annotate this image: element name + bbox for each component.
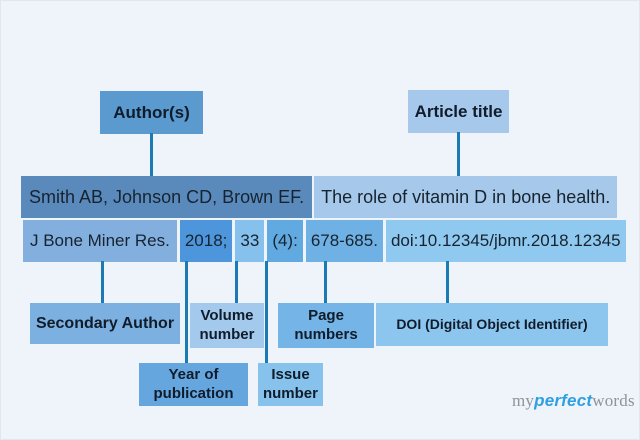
volume-number-label-box: Volume number: [190, 303, 264, 348]
secondary-author-connector-line: [101, 261, 104, 304]
citation-line-2: J Bone Miner Res. 2018; 33 (4): 678-685.…: [23, 220, 626, 262]
citation-year-segment: 2018;: [179, 220, 233, 262]
citation-article-title-segment: The role of vitamin D in bone health.: [314, 176, 618, 218]
logo-part-perfect: perfect: [534, 391, 593, 410]
issue-number-label-box: Issue number: [258, 363, 323, 406]
citation-authors-segment: Smith AB, Johnson CD, Brown EF.: [21, 176, 313, 218]
volume-connector-line: [235, 261, 238, 304]
logo-part-my: my: [512, 391, 535, 410]
secondary-author-label-box: Secondary Author: [30, 303, 180, 344]
citation-line-1: Smith AB, Johnson CD, Brown EF. The role…: [21, 176, 618, 218]
page-numbers-connector-line: [324, 261, 327, 304]
doi-label-box: DOI (Digital Object Identifier): [376, 303, 608, 346]
brand-logo: myperfectwords: [512, 391, 635, 411]
author-connector-line: [150, 133, 153, 177]
page-numbers-label-box: Page numbers: [278, 303, 374, 348]
citation-journal-segment: J Bone Miner Res.: [23, 220, 177, 262]
year-of-publication-label-box: Year of publication: [139, 363, 248, 406]
issue-connector-line: [265, 261, 268, 364]
doi-connector-line: [446, 261, 449, 304]
citation-volume-segment: 33: [235, 220, 265, 262]
author-label-box: Author(s): [100, 91, 203, 134]
article-title-label-box: Article title: [408, 90, 509, 133]
logo-part-words: words: [592, 391, 635, 410]
citation-issue-segment: (4):: [267, 220, 303, 262]
citation-pages-segment: 678-685.: [305, 220, 383, 262]
article-title-connector-line: [457, 132, 460, 177]
citation-doi-segment: doi:10.12345/jbmr.2018.12345: [385, 220, 626, 262]
year-connector-line: [185, 261, 188, 364]
